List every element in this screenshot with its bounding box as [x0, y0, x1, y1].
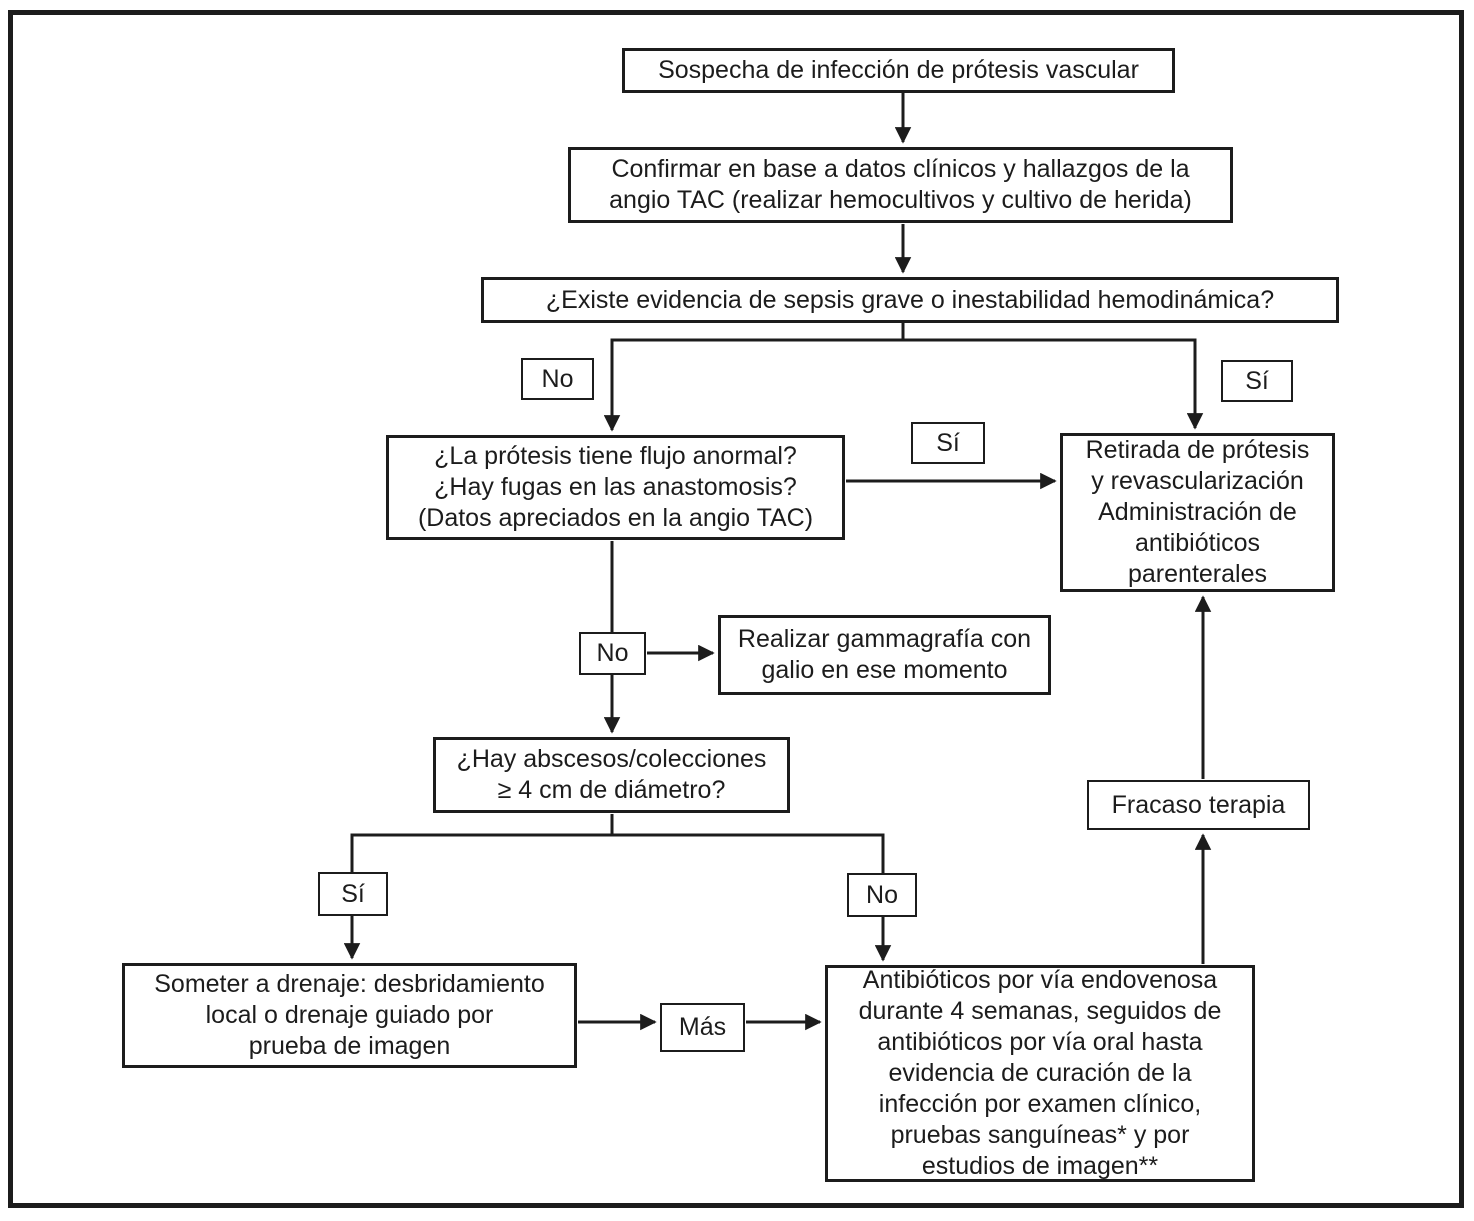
node-sepsis-question: ¿Existe evidencia de sepsis grave o ines… — [481, 277, 1339, 323]
outer-frame — [8, 10, 1464, 1208]
node-sospecha: Sospecha de infección de prótesis vascul… — [622, 48, 1175, 93]
branch-label-protesis-no: No — [579, 632, 646, 675]
node-protesis-question: ¿La prótesis tiene flujo anormal? ¿Hay f… — [386, 435, 845, 540]
branch-label-mas: Más — [660, 1003, 745, 1052]
branch-label-abscesos-si: Sí — [318, 872, 388, 916]
node-gammagrafia: Realizar gammagrafía con galio en ese mo… — [718, 615, 1051, 695]
node-fracaso-terapia: Fracaso terapia — [1087, 780, 1310, 830]
branch-label-sepsis-si: Sí — [1221, 360, 1293, 402]
branch-label-protesis-si: Sí — [911, 422, 985, 464]
branch-label-abscesos-no: No — [847, 873, 917, 917]
node-confirmar: Confirmar en base a datos clínicos y hal… — [568, 147, 1233, 223]
node-antibioticos: Antibióticos por vía endovenosa durante … — [825, 965, 1255, 1182]
branch-label-sepsis-no: No — [521, 358, 594, 400]
node-someter-drenaje: Someter a drenaje: desbridamiento local … — [122, 963, 577, 1068]
node-abscesos-question: ¿Hay abscesos/colecciones ≥ 4 cm de diám… — [433, 737, 790, 813]
node-retirada: Retirada de prótesis y revascularización… — [1060, 433, 1335, 592]
